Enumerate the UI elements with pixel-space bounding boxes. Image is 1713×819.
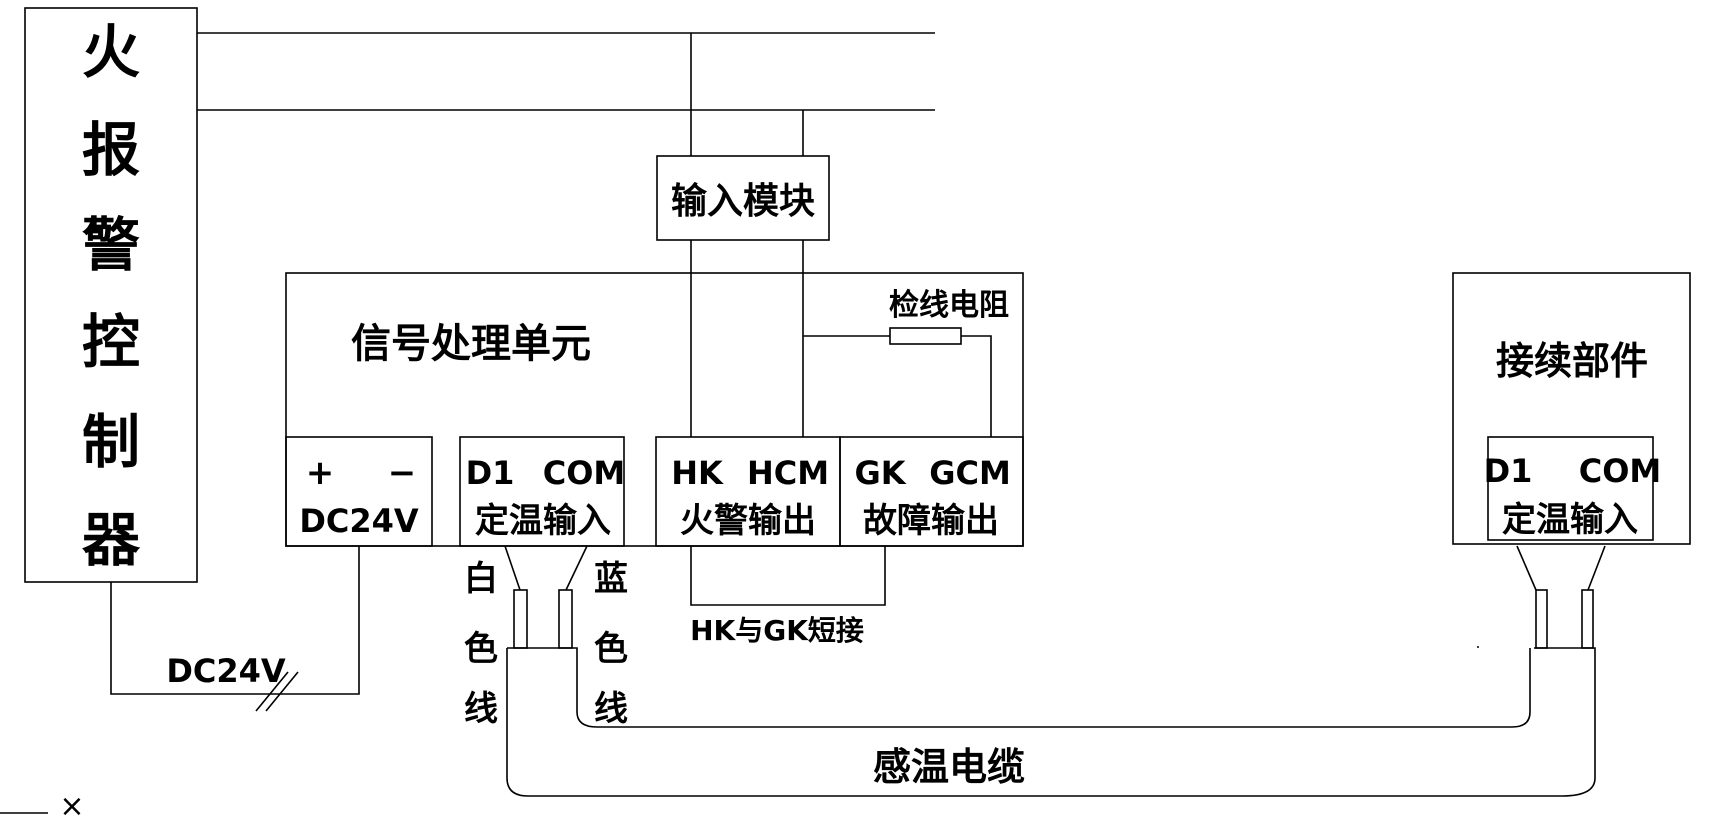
- fire-hk: HK: [671, 454, 724, 492]
- hk-gk-short-note: HK与GK短接: [690, 614, 864, 647]
- lead-com: [565, 545, 588, 591]
- close-icon[interactable]: ×: [59, 789, 84, 819]
- dc24v-supply-label: DC24V: [166, 652, 286, 690]
- cable-outer: [506, 647, 1596, 797]
- white-wire-char-2: 色: [464, 629, 498, 669]
- white-wire-char-3: 线: [464, 689, 498, 729]
- white-wire-char-1: 白: [464, 559, 498, 599]
- connector-d1: D1: [1484, 452, 1533, 490]
- signal-unit-title: 信号处理单元: [351, 320, 591, 367]
- connector-lead-d1: [1516, 545, 1537, 591]
- dc24v-supply-wire: [110, 546, 360, 695]
- connector-title: 接续部件: [1496, 338, 1648, 383]
- signal-unit-box: [285, 272, 1024, 547]
- dc-label: DC24V: [299, 502, 419, 540]
- controller-char-5: 制: [82, 408, 140, 476]
- fault-gcm: GCM: [929, 454, 1011, 492]
- fault-gk: GK: [854, 454, 906, 492]
- input-module-label: 输入模块: [671, 180, 815, 222]
- controller-char-1: 火: [82, 18, 140, 86]
- dc24v-slash-1: [255, 671, 289, 712]
- ferrule-blue: [558, 589, 573, 649]
- check-resistor-label: 检线电阻: [889, 288, 1009, 323]
- resistor-lead-right: [961, 335, 992, 437]
- temp-label: 定温输入: [475, 501, 611, 541]
- cable-inner: [507, 647, 1531, 728]
- temp-com: COM: [543, 454, 626, 492]
- fire-label: 火警输出: [680, 501, 816, 541]
- controller-box: [24, 7, 198, 583]
- connector-ferrule-1: [1535, 589, 1548, 649]
- ferrule-white: [513, 589, 528, 649]
- stray-dot: [1477, 646, 1479, 648]
- connector-ferrule-2: [1581, 589, 1594, 649]
- check-resistor: [889, 327, 962, 345]
- blue-wire-char-2: 色: [594, 629, 628, 669]
- terminal-temp-input: [459, 436, 625, 547]
- hk-gk-short-wire: [690, 546, 886, 606]
- temp-d1: D1: [466, 454, 515, 492]
- fault-label: 故障输出: [863, 501, 999, 541]
- dc-minus: −: [388, 453, 417, 493]
- terminal-fault-output: [839, 436, 1024, 547]
- connector-terminal: [1487, 436, 1654, 541]
- connector-label: 定温输入: [1502, 500, 1638, 540]
- connector-box: [1452, 272, 1691, 545]
- dc-plus: +: [306, 453, 335, 493]
- cable-label: 感温电缆: [873, 744, 1025, 789]
- input-module-box: [656, 155, 830, 241]
- controller-char-3: 警: [82, 211, 140, 279]
- blue-wire-char-1: 蓝: [594, 559, 628, 599]
- lead-d1: [504, 545, 521, 591]
- controller-char-6: 器: [82, 506, 141, 574]
- connector-com: COM: [1579, 452, 1662, 490]
- connector-lead-com: [1587, 545, 1606, 591]
- dc24v-slash-2: [265, 671, 299, 712]
- blue-wire-char-3: 线: [594, 689, 628, 729]
- controller-char-4: 控: [82, 308, 140, 376]
- controller-char-2: 报: [82, 116, 140, 184]
- fire-hcm: HCM: [747, 454, 829, 492]
